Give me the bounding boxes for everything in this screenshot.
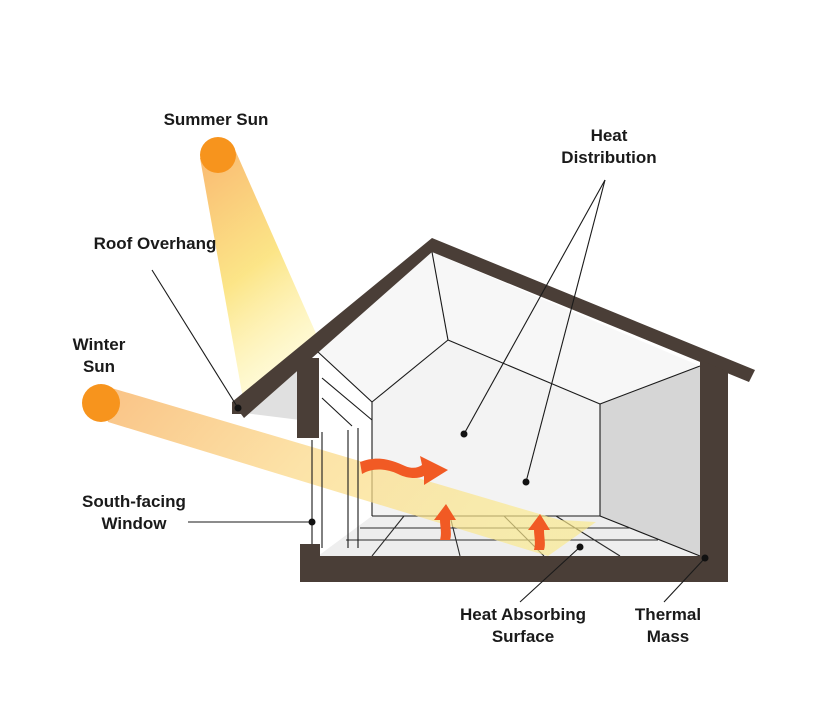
label-winter-sun-line1: Winter [73, 335, 126, 354]
label-winter-sun-line2: Sun [83, 357, 115, 376]
wall-header [297, 358, 319, 438]
label-heat-distribution-line1: Heat [591, 126, 628, 145]
summer-sun [200, 137, 236, 173]
label-thermal-mass-line1: Thermal [635, 605, 701, 624]
window-dot [308, 518, 316, 526]
winter-sun-beam [98, 384, 596, 556]
overhang-dot [234, 404, 242, 412]
heat-rising-arrow-left [434, 504, 456, 540]
right-wall [700, 360, 728, 582]
label-south-window-line2: Window [102, 514, 168, 533]
heat-distribution-dot-2 [522, 478, 530, 486]
floor-slab [300, 556, 728, 582]
label-heat-absorbing-line2: Surface [492, 627, 554, 646]
label-roof-overhang: Roof Overhang [94, 234, 217, 253]
south-facing-window [311, 428, 359, 548]
absorbing-surface-dot [576, 543, 584, 551]
heat-distribution-arrow [360, 456, 448, 485]
summer-sun-beam [200, 152, 318, 404]
winter-sun [82, 384, 120, 422]
label-thermal-mass-line2: Mass [647, 627, 690, 646]
roof [232, 238, 755, 418]
label-heat-absorbing-line1: Heat Absorbing [460, 605, 586, 624]
heat-distribution-dot-1 [460, 430, 468, 438]
label-south-window-line1: South-facing [82, 492, 186, 511]
interior-ceiling [318, 252, 700, 404]
thermal-mass-dot [701, 554, 709, 562]
label-heat-distribution-line2: Distribution [561, 148, 656, 167]
wall-sill [300, 544, 320, 582]
interior-right-wall [600, 366, 700, 556]
label-summer-sun: Summer Sun [164, 110, 269, 129]
leader-lines [151, 179, 706, 603]
heat-rising-arrow-right [528, 514, 550, 550]
interior-edges [317, 251, 701, 557]
